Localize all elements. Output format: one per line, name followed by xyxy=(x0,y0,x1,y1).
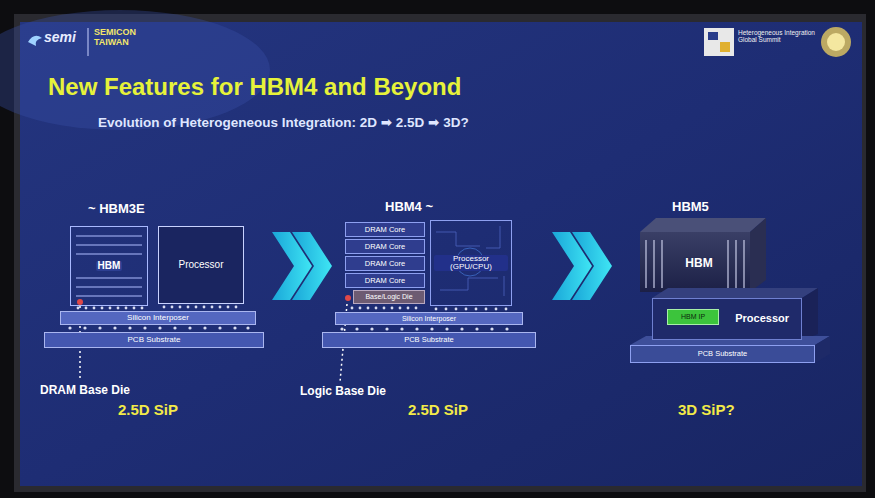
slide-label: HBM5 xyxy=(672,200,709,214)
component-label: Base/Logic Die xyxy=(363,293,414,300)
component-label: DRAM Core xyxy=(363,243,407,251)
processor-side-face xyxy=(802,288,818,340)
slide-glow xyxy=(0,10,270,130)
summit-logo-icon xyxy=(708,32,718,40)
logo-divider xyxy=(88,28,89,56)
component-box: PCB Substrate xyxy=(322,332,536,348)
component-label: Processor (GPU/CPU) xyxy=(434,255,508,272)
component-box: Base/Logic Die xyxy=(353,290,425,304)
component-label: PCB Substrate xyxy=(126,336,183,344)
slide-title: New Features for HBM4 and Beyond xyxy=(48,74,461,100)
component-box: PCB Substrate xyxy=(44,332,264,348)
substrate-side-face xyxy=(815,336,830,363)
processor-top-face xyxy=(652,288,818,298)
component-box: PCB Substrate xyxy=(630,345,815,363)
component-box: Processor (GPU/CPU) xyxy=(430,220,512,306)
component-box: Processor xyxy=(158,226,244,304)
component-box: DRAM Core xyxy=(345,256,425,271)
component-label: Silicon Interposer xyxy=(125,314,191,322)
slide-label: Logic Base Die xyxy=(300,385,386,398)
component-box: Silicon Interposer xyxy=(335,312,523,325)
screen-frame xyxy=(14,14,866,492)
component-box: DRAM Core xyxy=(345,222,425,237)
component-box: HBM IP xyxy=(667,309,719,325)
slide-label: HBM4 ~ xyxy=(385,200,433,214)
component-label: Silicon Interposer xyxy=(400,315,458,322)
hbm-side-face xyxy=(750,218,766,292)
slide-label: ~ HBM3E xyxy=(88,202,145,216)
component-label: Processor xyxy=(733,313,791,325)
component-box: Processor HBM IP xyxy=(652,298,802,340)
dram-stack-lines xyxy=(76,236,142,296)
corner-emblem xyxy=(821,27,851,57)
component-label: HBM IP xyxy=(679,313,707,320)
base-die-marker xyxy=(345,295,351,301)
component-box: Silicon Interposer xyxy=(60,311,256,325)
summit-logo-icon xyxy=(720,42,730,52)
hbm-stack-stripes xyxy=(646,240,744,288)
slide-label: semi xyxy=(44,30,76,45)
component-label: DRAM Core xyxy=(363,277,407,285)
hbm-front-face xyxy=(640,232,750,292)
component-label: PCB Substrate xyxy=(696,350,750,358)
logo-swirl xyxy=(28,36,42,46)
summit-logo-icon xyxy=(704,28,734,56)
component-label: PCB Substrate xyxy=(402,336,456,344)
slide-label: 3D SiP? xyxy=(678,402,735,419)
base-die-marker xyxy=(77,299,83,305)
corner-emblem xyxy=(827,33,845,51)
slide-label: SEMICON TAIWAN xyxy=(94,28,150,48)
slide-label: Evolution of Heterogeneous Integration: … xyxy=(98,116,469,131)
slide-label: Heterogeneous Integration Global Summit xyxy=(738,29,816,43)
component-label: DRAM Core xyxy=(363,260,407,268)
component-label: HBM xyxy=(683,257,714,270)
component-label: DRAM Core xyxy=(363,226,407,234)
component-box: DRAM Core xyxy=(345,239,425,254)
slide-background xyxy=(20,22,862,486)
slide-label: 2.5D SiP xyxy=(118,402,178,419)
hbm-top-face xyxy=(640,218,766,232)
component-label: Processor xyxy=(176,260,225,271)
component-box: DRAM Core xyxy=(345,273,425,288)
component-box: HBM xyxy=(676,252,722,274)
component-box: HBM xyxy=(70,226,148,306)
slide-label: 2.5D SiP xyxy=(408,402,468,419)
slide-label: DRAM Base Die xyxy=(40,384,130,397)
component-label: HBM xyxy=(96,261,123,272)
